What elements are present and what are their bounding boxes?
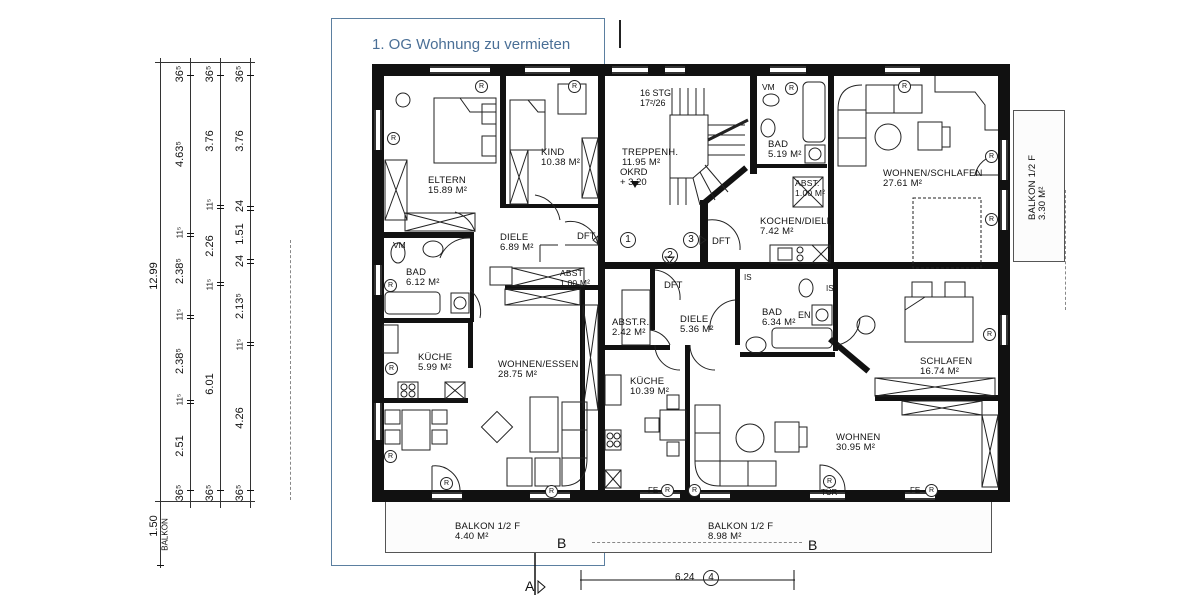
balcony-east <box>1013 110 1065 262</box>
axis-marker-2: 2 <box>662 248 678 264</box>
section-a-label: A <box>525 578 535 594</box>
dft-label: DFT <box>577 231 596 242</box>
radiator-icon: R <box>385 362 398 375</box>
vm-label: VM <box>762 82 775 92</box>
wall-eltern-bad <box>372 232 472 238</box>
section-b-label: B <box>557 535 567 551</box>
fe-label: FE <box>910 486 921 495</box>
guide-line <box>1065 190 1066 310</box>
door-label: TÜR <box>821 488 838 497</box>
balcony-divider <box>592 542 802 543</box>
guide-line <box>290 240 291 500</box>
vm-label: VM <box>393 240 406 250</box>
wall-kochen-wohnen <box>828 64 834 269</box>
axis-marker-1: 1 <box>620 232 636 248</box>
dim-bottom-line <box>155 501 255 502</box>
toilet-icon <box>390 242 406 264</box>
stair-okrd: OKRD+ 3.20 <box>620 167 648 188</box>
wall-schlafen-wohnen <box>875 395 1000 401</box>
dft-label: DFT <box>712 236 731 247</box>
radiator-icon: R <box>983 328 996 341</box>
radiator-icon: R <box>823 475 836 488</box>
bed-icon <box>433 97 497 164</box>
dim-line-col1 <box>160 58 161 568</box>
radiator-icon: R <box>688 484 701 497</box>
dft-label: DFT <box>664 280 683 291</box>
radiator-icon: R <box>384 450 397 463</box>
party-wall <box>598 64 605 502</box>
wall-eltern-kind <box>500 64 506 204</box>
dim-line-col4 <box>250 58 251 508</box>
wall-kueche-essen <box>372 398 468 403</box>
sink-icon <box>395 92 411 108</box>
dim-line-col3 <box>220 58 221 508</box>
wall-stair-bad <box>750 64 757 174</box>
radiator-icon: R <box>898 80 911 93</box>
bathtub-icon <box>802 81 826 143</box>
section-marker-line <box>619 20 621 48</box>
radiator-icon: R <box>985 213 998 226</box>
radiator-icon: R <box>985 150 998 163</box>
radiator-icon: R <box>785 82 798 95</box>
fe-label: FE <box>648 486 659 495</box>
listing-title: 1. OG Wohnung zu vermieten <box>372 36 571 53</box>
is-label: IS <box>826 284 834 293</box>
dim-top-line <box>155 62 255 63</box>
en-label: EN <box>798 310 811 320</box>
axis-marker-4: 4 <box>703 570 719 586</box>
wall-mid-right <box>700 262 1000 269</box>
bottom-dimension: 6.24 <box>675 572 695 583</box>
radiator-icon: R <box>384 279 397 292</box>
radiator-icon: R <box>925 484 938 497</box>
radiator-icon: R <box>545 485 558 498</box>
wall-kueche-wohnen <box>685 345 690 490</box>
radiator-icon: R <box>475 80 488 93</box>
radiator-icon: R <box>387 132 400 145</box>
radiator-icon: R <box>568 80 581 93</box>
is-label: IS <box>744 273 752 282</box>
wall-bad-kueche <box>372 318 472 323</box>
balcony-label-middle: BALKON 1/2 F8.98 m² <box>708 521 774 542</box>
room-abst-top: ABST.1.00 m² <box>795 178 826 198</box>
room-treppenhaus: TREPPENH.11.95 m² <box>622 147 679 168</box>
radiator-icon: R <box>661 484 674 497</box>
axis-marker-3: 3 <box>683 232 699 248</box>
radiator-icon: R <box>440 477 453 490</box>
balcony-label-east: BALKON 1/2 F3.30 m² <box>1027 154 1048 220</box>
dim-line-col2 <box>190 58 191 508</box>
balcony-south <box>385 502 992 553</box>
section-b-label: B <box>808 537 818 553</box>
bathtub-icon <box>384 291 441 315</box>
balcony-label-left: BALKON 1/2 F4.40 m² <box>455 521 521 542</box>
room-abst-r: ABST.R.2.42 m² <box>612 317 650 338</box>
